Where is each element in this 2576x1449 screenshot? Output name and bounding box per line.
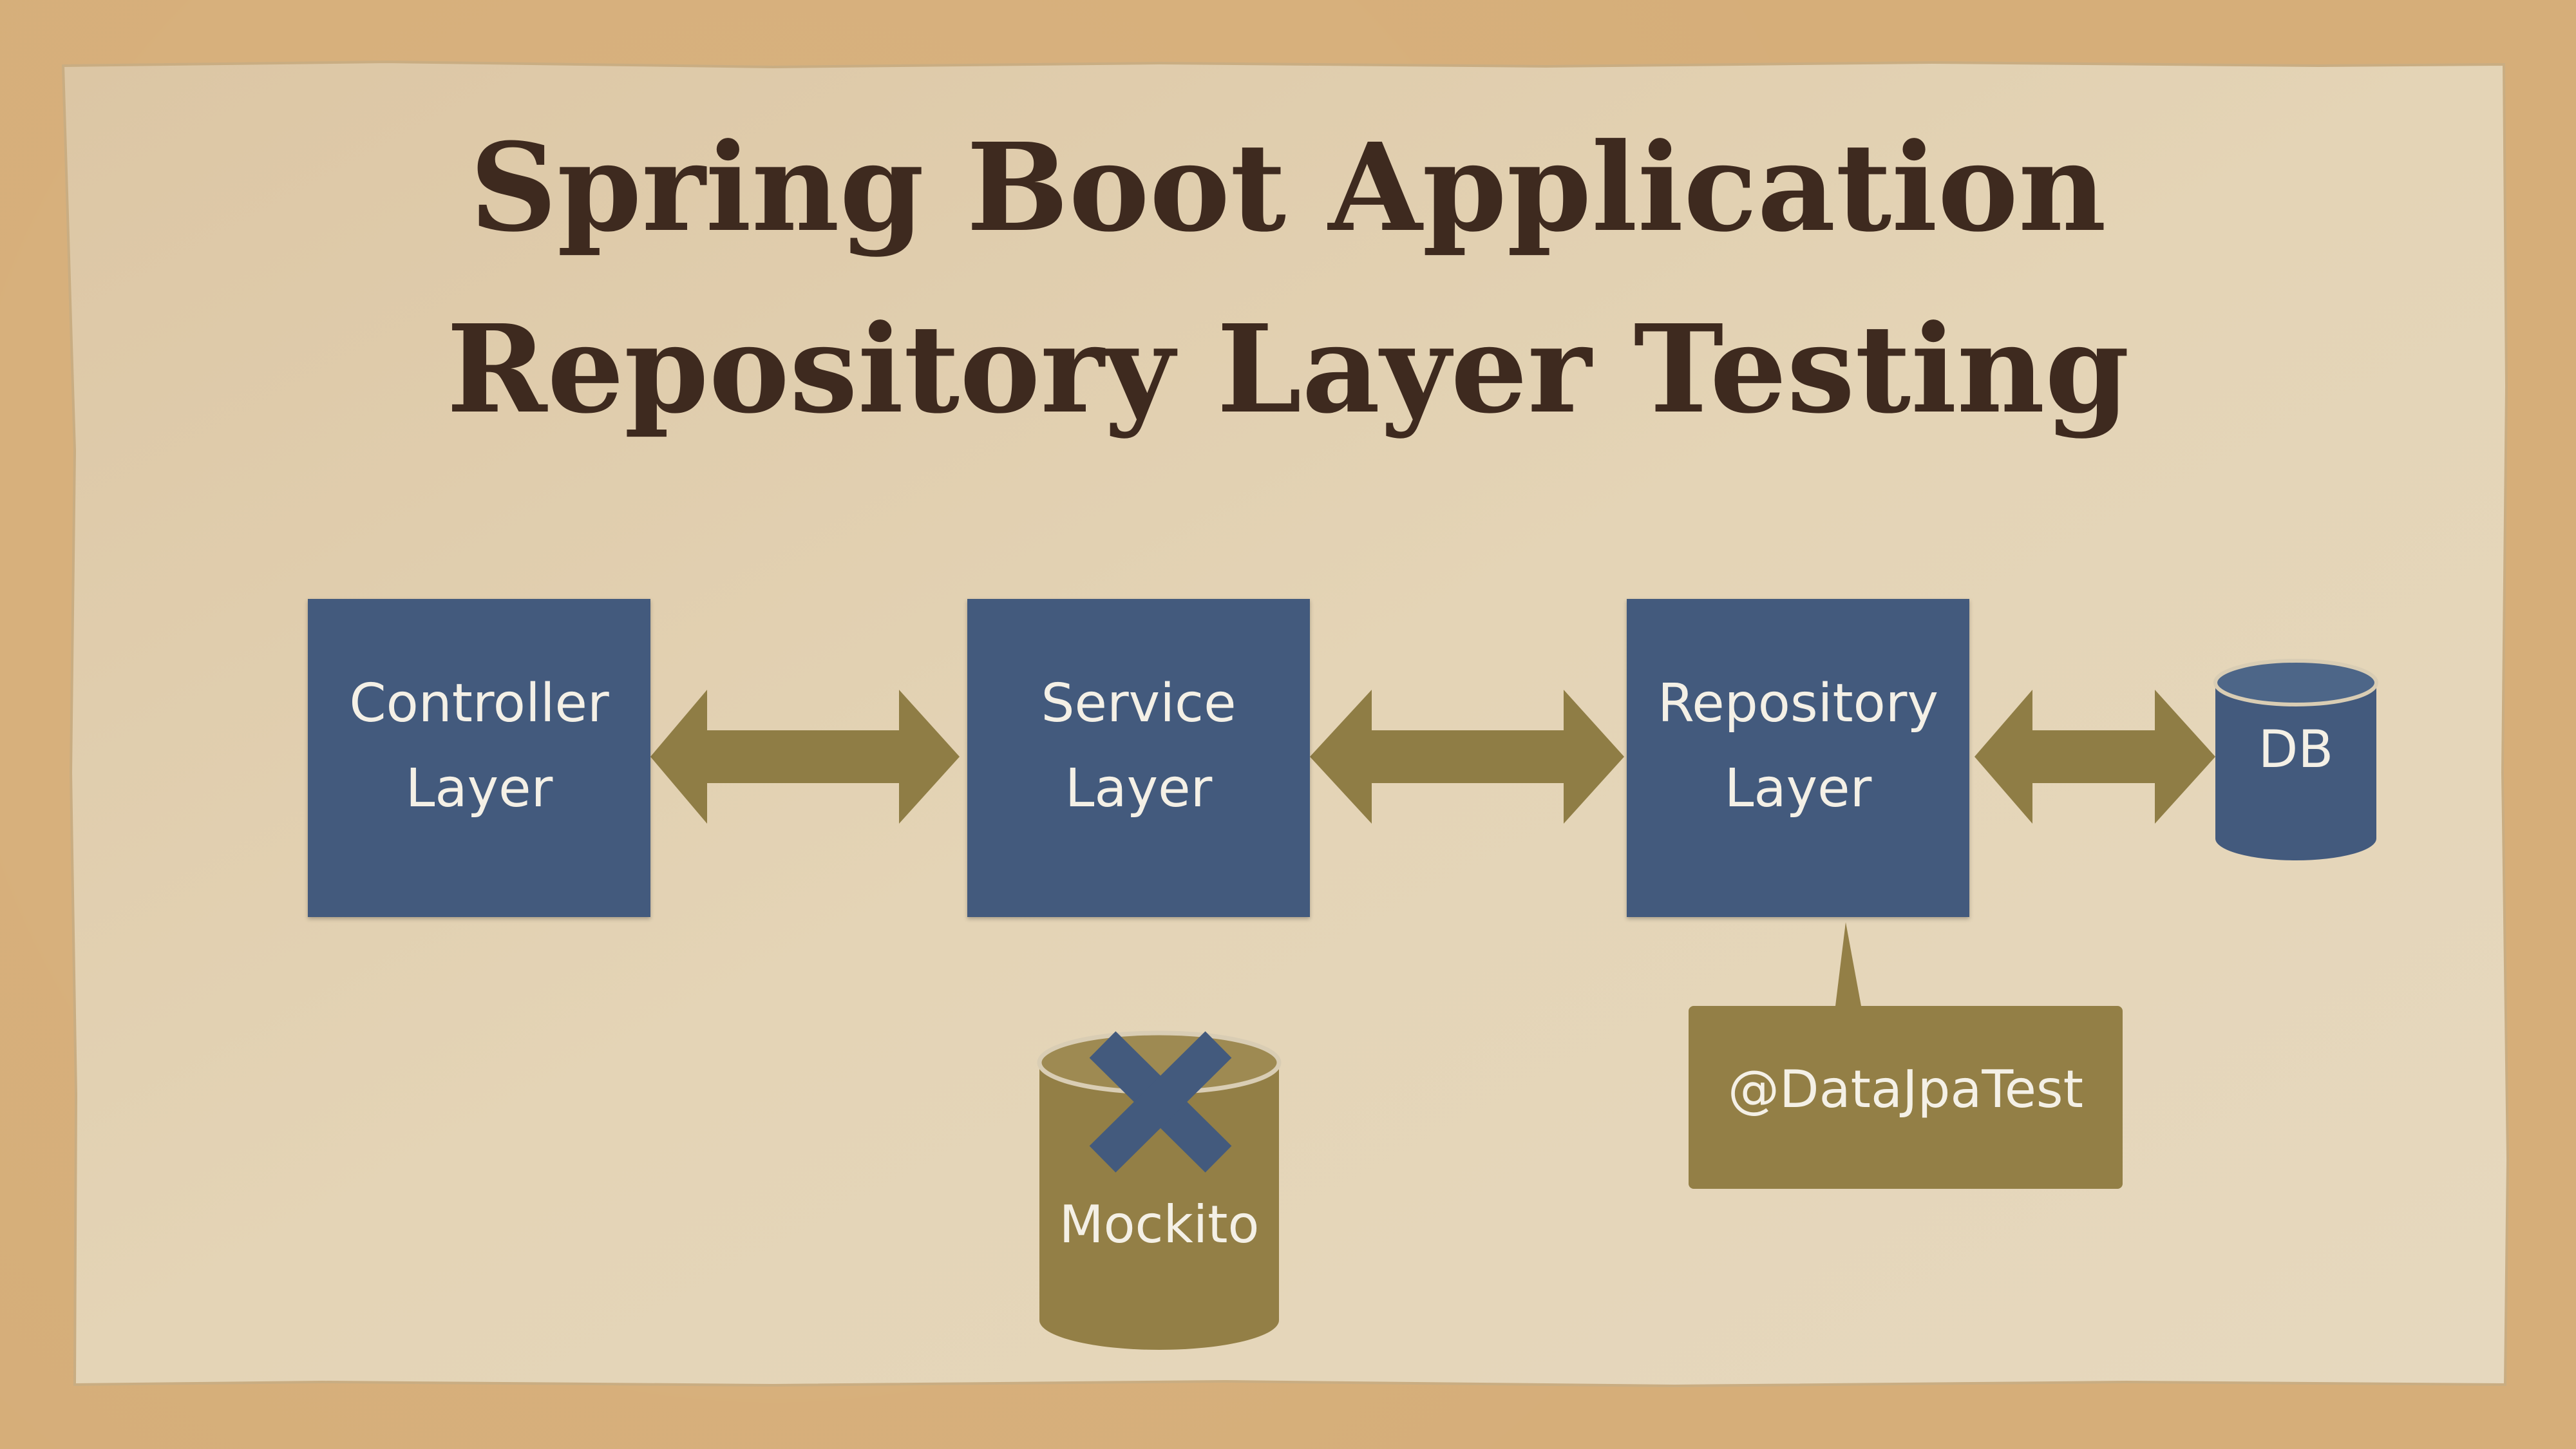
arrow-controller-service: [650, 690, 960, 824]
repository-layer-label-line-1: Repository: [1657, 673, 1939, 734]
annotation-callout: [1689, 922, 2123, 1189]
slide-title-line-1: Spring Boot Application: [469, 117, 2107, 259]
controller-layer-box: Controller Layer: [308, 599, 650, 917]
db-cylinder: [2213, 659, 2378, 860]
slide-title-line-2: Repository Layer Testing: [446, 298, 2130, 440]
arrow-service-repository: [1310, 690, 1624, 824]
service-layer-label-line-1: Service: [1041, 673, 1236, 734]
service-layer-box: Service Layer: [967, 599, 1310, 917]
datajpatest-label: @DataJpaTest: [1728, 1059, 2083, 1119]
repository-layer-box: Repository Layer: [1627, 599, 1969, 917]
service-layer-label-line-2: Layer: [1065, 758, 1213, 819]
repository-layer-label-line-2: Layer: [1724, 758, 1872, 819]
arrow-repository-db: [1975, 690, 2215, 824]
cross-icon: [1089, 1031, 1232, 1173]
mockito-label: Mockito: [1059, 1195, 1260, 1255]
controller-layer-label-line-2: Layer: [405, 758, 553, 819]
controller-layer-label-line-1: Controller: [349, 673, 609, 734]
db-label: DB: [2258, 719, 2334, 779]
